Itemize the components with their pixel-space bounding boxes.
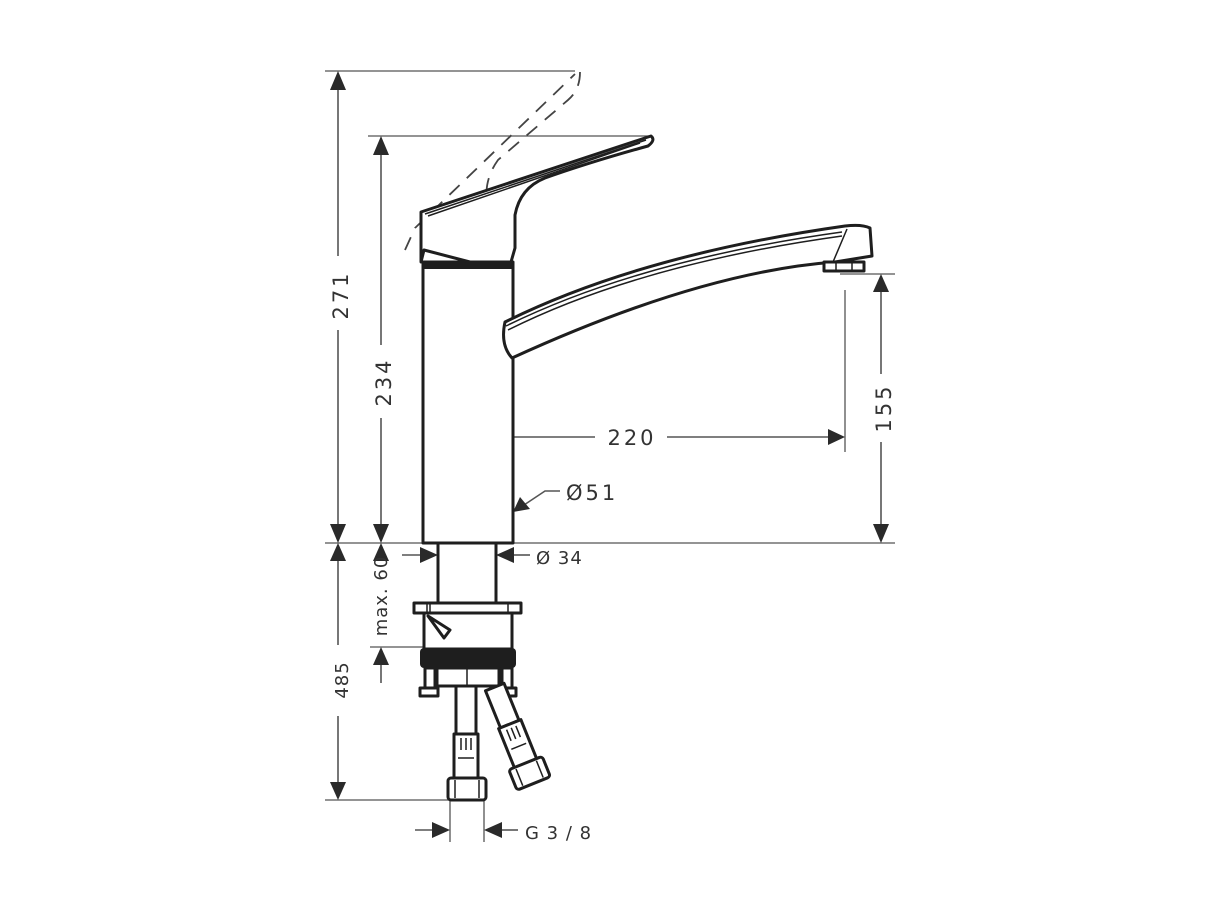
dimension-label-271: 271: [329, 270, 353, 319]
hose-straight: [454, 684, 478, 736]
dimension-label-max-60: max. 60: [371, 556, 392, 637]
arrow-up-icon: [373, 647, 389, 665]
dimension-220: 220: [467, 426, 845, 450]
dimension-max-60: max. 60: [371, 543, 392, 683]
dimension-diameter-51: Ø51: [513, 481, 618, 512]
arrow-up-icon: [873, 274, 889, 292]
arrow-right-icon: [828, 429, 845, 445]
leader-arrow-icon: [513, 497, 530, 512]
arrow-down-icon: [330, 524, 346, 543]
mounting-hardware: [412, 541, 523, 698]
arrow-up-icon: [330, 71, 346, 90]
shank: [436, 541, 498, 605]
arrow-left-icon: [484, 822, 502, 838]
dimension-label-g-3-8: G 3 / 8: [525, 823, 592, 844]
arrow-down-icon: [873, 524, 889, 543]
faucet-column: [421, 260, 515, 545]
dimension-155: 155: [872, 274, 896, 543]
dimension-label-485: 485: [332, 661, 353, 698]
spout: [502, 223, 874, 360]
dimension-diameter-34: Ø 34: [402, 547, 583, 569]
arrow-down-icon: [373, 543, 389, 561]
dimension-234: 234: [372, 136, 396, 543]
column-band: [422, 263, 514, 269]
arrow-left-icon: [496, 547, 514, 563]
hose-nut-straight: [446, 776, 488, 802]
stud-nut-left: [418, 686, 440, 698]
dimension-g-3-8: G 3 / 8: [415, 822, 592, 844]
arrow-down-icon: [373, 524, 389, 543]
arrow-up-icon: [330, 543, 346, 561]
supply-hoses: [446, 681, 551, 802]
arrow-right-icon: [432, 822, 450, 838]
lower-housing: [435, 666, 501, 688]
arrow-right-icon: [420, 547, 438, 563]
dimension-271: 271: [329, 71, 353, 543]
dimension-label-234: 234: [372, 357, 396, 406]
dimension-label-155: 155: [872, 383, 896, 432]
lever-handle: [419, 134, 655, 264]
dimension-label-diameter-51: Ø51: [566, 481, 618, 505]
hose-nut-angled: [508, 755, 551, 791]
dimension-label-220: 220: [607, 426, 656, 450]
extension-lines: [325, 70, 895, 842]
mounting-nut: [420, 648, 516, 668]
aerator: [822, 260, 866, 273]
arrow-down-icon: [330, 782, 346, 800]
dimension-label-diameter-34: Ø 34: [536, 548, 583, 569]
dimension-485: 485: [330, 543, 353, 800]
faucet-body: [419, 134, 874, 545]
arrow-up-icon: [373, 136, 389, 155]
